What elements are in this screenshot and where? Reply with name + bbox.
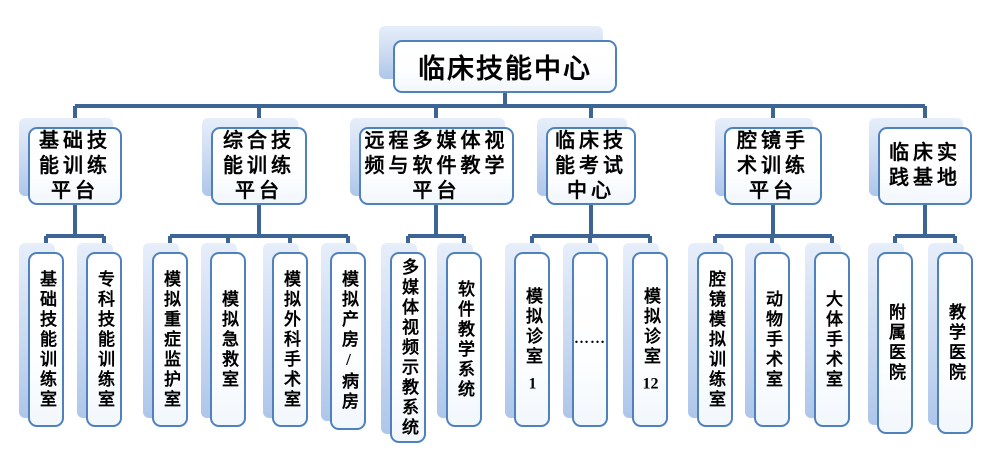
node-label: 基础技能训练室 — [37, 269, 56, 410]
node-label: 综合技能训练平台 — [223, 129, 295, 202]
ellipsis-node: …… — [563, 243, 608, 427]
node-label: 模拟诊室12 — [641, 287, 660, 392]
node-label: 模拟急救室 — [219, 289, 238, 390]
room-endoscopy-simulation-training: 腔镜模拟训练室 — [688, 243, 733, 427]
room-simulated-emergency: 模拟急救室 — [201, 243, 246, 427]
node-face: 临床技能中心 — [393, 40, 617, 93]
node-label: 软件教学系统 — [455, 279, 474, 400]
platform-endoscopic-surgery-training: 腔镜手术训练平台 — [715, 118, 822, 205]
node-label: 模拟诊室1 — [523, 287, 542, 392]
node-face: 基础技能训练室 — [28, 252, 64, 427]
node-face: 腔镜模拟训练室 — [697, 252, 733, 427]
room-number: 1 — [528, 376, 537, 392]
base-clinical-practice: 临床实践基地 — [869, 118, 972, 205]
node-label: 腔镜手术训练平台 — [737, 129, 809, 202]
node-label: 基础技能训练平台 — [39, 129, 111, 202]
node-label: 动物手术室 — [763, 289, 782, 390]
node-face: 模拟外科手术室 — [272, 252, 308, 427]
platform-remote-multimedia-software-teaching: 远程多媒体视频与软件教学平台 — [350, 118, 514, 205]
platform-basic-skills-training: 基础技能训练平台 — [19, 118, 122, 205]
node-face: 教学医院 — [937, 252, 973, 434]
node-face: 临床实践基地 — [878, 127, 972, 205]
node-label: 腔镜模拟训练室 — [706, 269, 725, 410]
node-face: 临床技能考试中心 — [546, 127, 636, 205]
room-simulated-surgical-operating: 模拟外科手术室 — [263, 243, 308, 427]
node-face: 模拟急救室 — [210, 252, 246, 427]
node-label: 临床技能考试中心 — [555, 129, 627, 202]
room-cadaver-operating: 大体手术室 — [805, 243, 850, 427]
room-animal-operating: 动物手术室 — [745, 243, 790, 427]
group1-connector — [44, 203, 106, 256]
node-label: 附属医院 — [886, 303, 905, 383]
node-face: 腔镜手术训练平台 — [724, 127, 822, 205]
node-label: 临床实践基地 — [889, 142, 961, 189]
teaching-hospital: 教学医院 — [928, 243, 973, 434]
node-face: 模拟诊室1 — [514, 252, 550, 427]
group6-connector — [893, 203, 957, 256]
node-face: 综合技能训练平台 — [211, 127, 307, 205]
system-multimedia-video-demo: 多媒体视频示教系统 — [381, 243, 426, 443]
node-label: 专科技能训练室 — [95, 269, 114, 410]
node-face: …… — [572, 252, 608, 427]
system-software-teaching: 软件教学系统 — [437, 243, 482, 427]
node-face: 基础技能训练平台 — [28, 127, 122, 205]
node-face: 大体手术室 — [814, 252, 850, 427]
room-simulated-clinic-12: 模拟诊室12 — [623, 243, 668, 427]
room-number: 12 — [642, 376, 659, 392]
node-label: 临床技能中心 — [418, 54, 592, 84]
node-label: 模拟重症监护室 — [161, 269, 180, 410]
room-basic-skills-training: 基础技能训练室 — [19, 243, 64, 427]
affiliated-hospital: 附属医院 — [868, 243, 913, 434]
node-label: 教学医院 — [946, 303, 965, 383]
node-face: 远程多媒体视频与软件教学平台 — [359, 127, 514, 205]
group3-connector — [406, 203, 466, 256]
node-face: 附属医院 — [877, 252, 913, 434]
node-face: 多媒体视频示教系统 — [390, 252, 426, 443]
node-label: 多媒体视频示教系统 — [399, 257, 418, 438]
node-face: 专科技能训练室 — [86, 252, 122, 427]
node-face: 模拟重症监护室 — [152, 252, 188, 427]
platform-comprehensive-skills-training: 综合技能训练平台 — [202, 118, 307, 205]
node-face: 模拟产房/病房 — [330, 252, 366, 430]
room-simulated-delivery-ward: 模拟产房/病房 — [321, 243, 366, 430]
node-label: 远程多媒体视频与软件教学平台 — [364, 129, 509, 202]
node-face: 模拟诊室12 — [632, 252, 668, 427]
node-face: 动物手术室 — [754, 252, 790, 427]
node-label: 模拟产房/病房 — [339, 270, 358, 412]
root-node-clinical-skills-center: 临床技能中心 — [379, 26, 617, 93]
center-clinical-skills-exam: 临床技能考试中心 — [537, 118, 636, 205]
room-simulated-icu: 模拟重症监护室 — [143, 243, 188, 427]
room-specialty-skills-training: 专科技能训练室 — [77, 243, 122, 427]
node-label: 大体手术室 — [823, 289, 842, 390]
node-face: 软件教学系统 — [446, 252, 482, 427]
ellipsis-label: …… — [574, 331, 606, 347]
room-simulated-clinic-1: 模拟诊室1 — [505, 243, 550, 427]
node-label: 模拟外科手术室 — [281, 269, 300, 410]
